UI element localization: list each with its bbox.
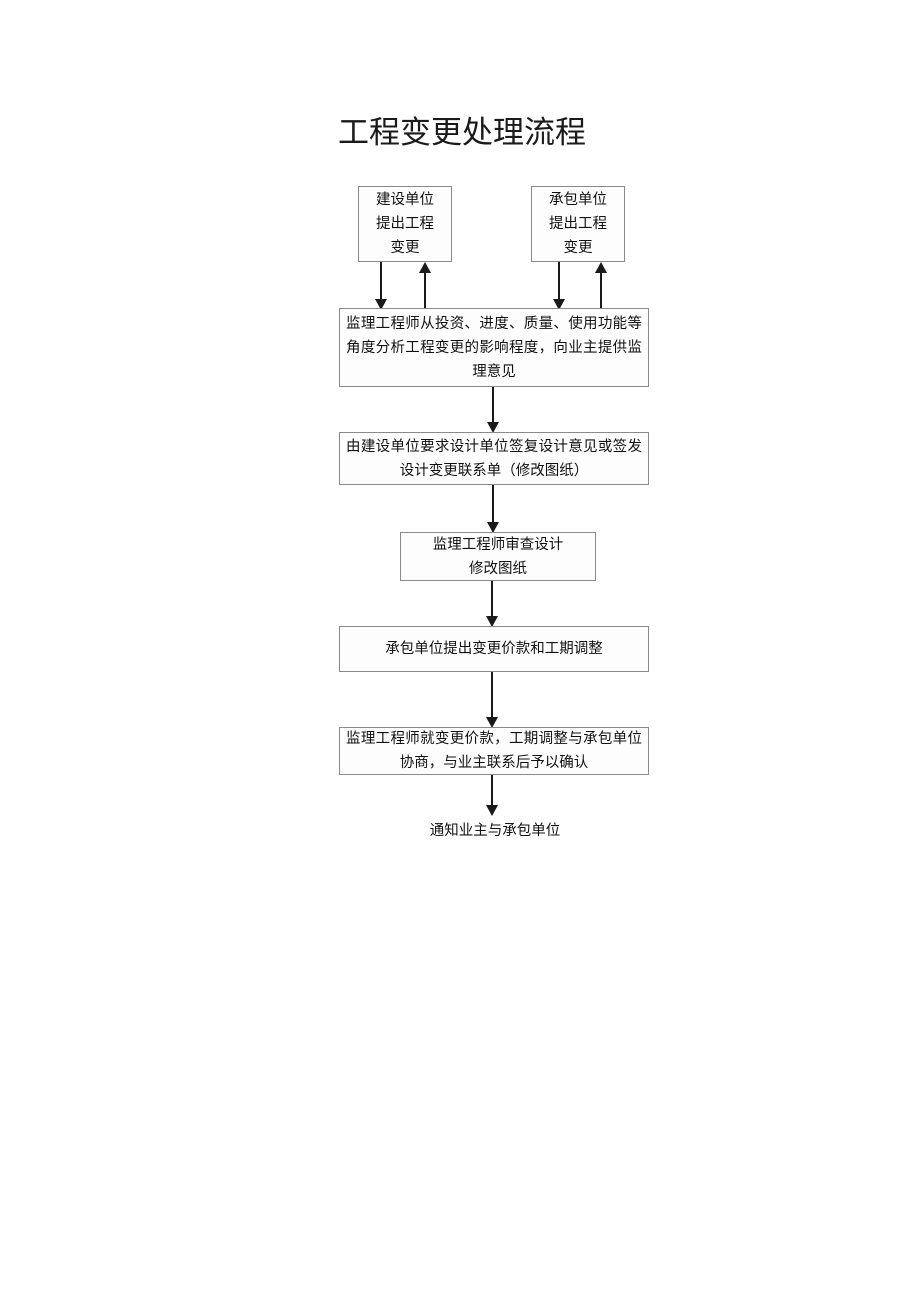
page-title: 工程变更处理流程	[338, 115, 586, 150]
node-price-duration: 承包单位提出变更价款和工期调整	[339, 626, 649, 672]
node-notify-label: 通知业主与承包单位	[429, 823, 561, 839]
node-confirm: 监理工程师就变更价款，工期调整与承包单位协商，与业主联系后予以确认	[339, 727, 649, 775]
node-owner-request: 建设单位 提出工程 变更	[358, 186, 452, 262]
edge-contractor-to-analysis	[553, 262, 565, 310]
edge-owner-to-analysis	[375, 262, 387, 310]
edge-price-to-confirm	[486, 672, 498, 728]
node-design-opinion-label: 由建设单位要求设计单位签复设计意见或签发设计变更联系单（修改图纸）	[346, 438, 642, 479]
edge-design-to-review	[487, 485, 499, 533]
edge-analysis-to-design	[487, 387, 499, 433]
edge-analysis-to-contractor	[595, 262, 607, 308]
node-contractor-request-label: 承包单位 提出工程 变更	[549, 192, 607, 256]
node-review-drawings: 监理工程师审查设计 修改图纸	[400, 532, 596, 581]
node-supervisor-analysis: 监理工程师从投资、进度、质量、使用功能等角度分析工程变更的影响程度，向业主提供监…	[339, 308, 649, 387]
node-supervisor-analysis-label: 监理工程师从投资、进度、质量、使用功能等角度分析工程变更的影响程度，向业主提供监…	[346, 315, 642, 380]
node-design-opinion: 由建设单位要求设计单位签复设计意见或签发设计变更联系单（修改图纸）	[339, 432, 649, 485]
node-confirm-label: 监理工程师就变更价款，工期调整与承包单位协商，与业主联系后予以确认	[346, 731, 642, 771]
edge-analysis-to-owner	[419, 262, 431, 308]
node-owner-request-label: 建设单位 提出工程 变更	[376, 192, 434, 256]
edge-review-to-price	[486, 581, 498, 627]
edge-confirm-to-notify	[486, 775, 498, 816]
node-review-drawings-label: 监理工程师审查设计 修改图纸	[432, 536, 564, 577]
node-contractor-request: 承包单位 提出工程 变更	[531, 186, 625, 262]
node-price-duration-label: 承包单位提出变更价款和工期调整	[385, 641, 603, 657]
